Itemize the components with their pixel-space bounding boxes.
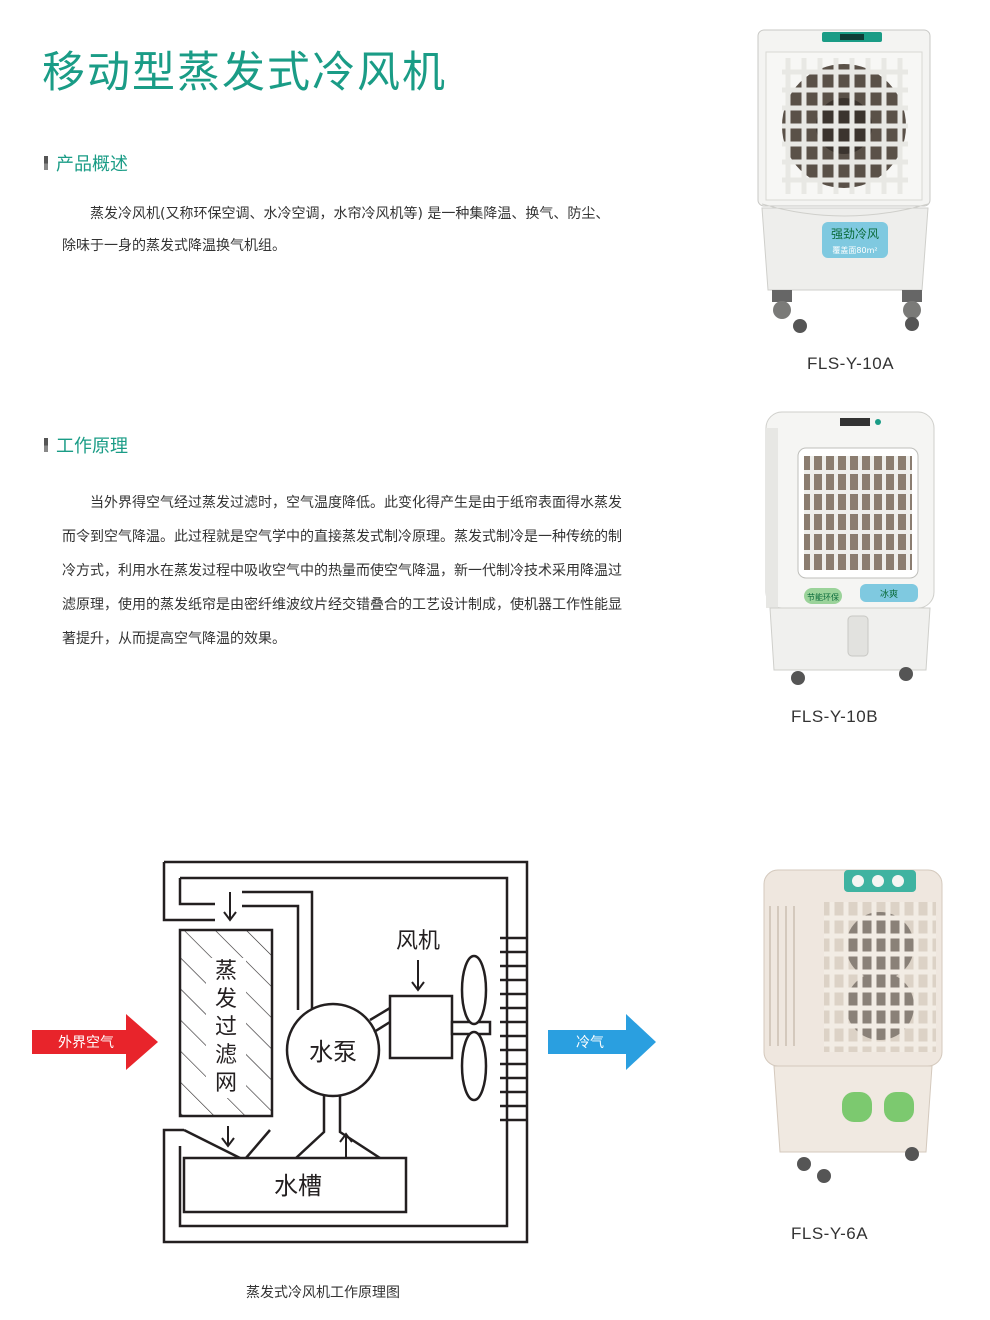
principle-heading-text: 工作原理 — [56, 436, 128, 457]
model-caption-fls-y-10b: FLS-Y-10B — [791, 707, 879, 726]
inlet-air-label: 外界空气 — [58, 1035, 114, 1051]
badge-right-text: 冰爽 — [880, 588, 898, 600]
heading-bar-icon — [44, 156, 48, 170]
principle-diagram: 蒸 发 过 滤 网 水泵 水槽 风机 外界空气 冷气 — [32, 860, 656, 1244]
tank-label: 水槽 — [274, 1172, 322, 1200]
outlet-grille — [500, 936, 528, 1122]
principle-paragraph: 当外界得空气经过蒸发过滤时，空气温度降低。此变化得产生是由于纸帘表面得水蒸发而令… — [62, 495, 622, 647]
principle-heading: 工作原理 — [44, 432, 128, 458]
filter-label-char-2: 发 — [215, 987, 237, 1012]
fan-label: 风机 — [396, 929, 440, 954]
flow-arrow-down-icon — [221, 1126, 235, 1148]
water-pump — [285, 1002, 381, 1098]
inlet-air-arrow: 外界空气 — [32, 1014, 158, 1070]
badge-left-text: 节能环保 — [807, 592, 839, 602]
filter-label-char-4: 滤 — [215, 1043, 237, 1068]
flow-arrow-down-icon — [411, 960, 425, 992]
heading-bar-icon — [44, 438, 48, 452]
product-image-fls-y-10a: 强劲冷风 覆盖面80m² — [752, 28, 937, 342]
cool-air-arrow: 冷气 — [548, 1014, 656, 1070]
filter-label-char-3: 过 — [215, 1015, 237, 1040]
badge-subtext: 覆盖面80m² — [832, 245, 877, 255]
pump-label: 水泵 — [309, 1038, 357, 1066]
model-caption-fls-y-10a: FLS-Y-10A — [807, 354, 895, 373]
overview-heading: 产品概述 — [44, 150, 128, 176]
fan-blade-icon — [460, 1030, 488, 1102]
cool-air-label: 冷气 — [576, 1035, 604, 1051]
badge-text: 强劲冷风 — [831, 227, 879, 241]
overview-paragraph: 蒸发冷风机(又称环保空调、水冷空调，水帘冷风机等) 是一种集降温、换气、防尘、除… — [62, 206, 610, 254]
filter-label-char-1: 蒸 — [215, 959, 237, 984]
fan-motor — [388, 994, 454, 1060]
filter-label-char-5: 网 — [215, 1071, 237, 1096]
page-title: 移动型蒸发式冷风机 — [42, 48, 447, 98]
fan-blade-icon — [460, 954, 488, 1026]
duct-outline — [162, 860, 529, 1244]
product-image-fls-y-6a — [760, 866, 950, 1190]
flow-arrow-down-icon — [223, 892, 237, 922]
diagram-caption: 蒸发式冷风机工作原理图 — [246, 1285, 400, 1301]
product-image-fls-y-10b: 节能环保 冰爽 — [760, 408, 940, 692]
model-caption-fls-y-6a: FLS-Y-6A — [791, 1224, 869, 1243]
overview-heading-text: 产品概述 — [56, 154, 128, 175]
water-tank — [182, 1156, 408, 1214]
flow-arrow-up-icon — [339, 1132, 353, 1158]
